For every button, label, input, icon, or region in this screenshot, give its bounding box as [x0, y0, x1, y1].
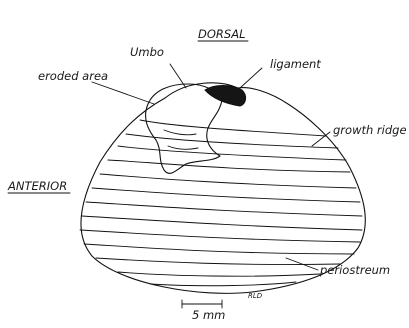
growth-ring	[140, 120, 326, 136]
label-periostracum: periostreum	[319, 263, 390, 277]
growth-ring	[82, 216, 362, 230]
label-scale: 5 mm	[192, 308, 225, 322]
eroded-area-region	[146, 84, 222, 173]
label-eroded-area: eroded area	[38, 69, 108, 83]
eroded-area-leader	[92, 82, 154, 104]
label-ligament: ligament	[270, 57, 321, 71]
growth-ring	[86, 202, 362, 216]
label-umbo: Umbo	[130, 45, 164, 59]
growth-ring	[80, 230, 360, 242]
ligament-leader	[240, 68, 262, 88]
label-anterior: ANTERIOR	[7, 179, 67, 193]
label-growth-ridge: growth ridge	[333, 123, 407, 137]
ligament-shape	[205, 86, 246, 107]
growth-ridge-leader	[312, 132, 330, 146]
growth-ring	[108, 160, 350, 172]
growth-ring	[84, 244, 354, 254]
label-dorsal: DORSAL	[198, 27, 245, 41]
growth-ring	[96, 258, 340, 265]
growth-ring	[92, 188, 360, 202]
growth-ring	[118, 146, 346, 160]
shell-outline	[81, 83, 365, 293]
growth-ring	[118, 272, 320, 276]
label-signature: RLD	[248, 292, 263, 300]
growth-ring	[100, 174, 356, 188]
growth-ring	[150, 282, 296, 286]
eroded-area-detail	[168, 146, 198, 149]
growth-ring	[126, 134, 338, 148]
eroded-area-detail	[164, 130, 196, 135]
growth-rings	[80, 120, 362, 286]
